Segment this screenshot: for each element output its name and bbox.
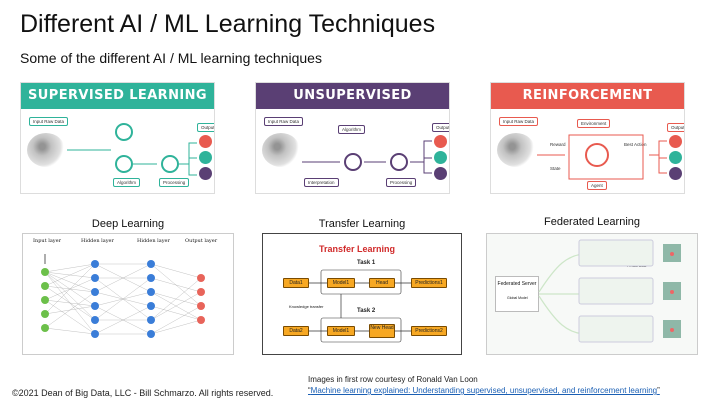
supervised-learning-card: SUPERVISED LEARNING Input Raw Data Algor… [20,82,215,194]
processing-tag: Processing [159,178,190,187]
task1-label: Task 1 [357,260,376,266]
gears-icon [585,143,609,167]
transfer-learning-diagram: Transfer Learning Task 1 Data1 Model1 He… [262,233,462,355]
federated-server-label: Federated Server [497,281,537,287]
supervised-banner: SUPERVISED LEARNING [21,83,214,109]
output-green-icon [669,151,682,164]
copyright-text: ©2021 Dean of Big Data, LLC - Bill Schma… [12,388,274,398]
federated-network [538,239,681,343]
federated-learning-label: Federated Learning [543,216,640,228]
hidden-layer-1-label: Hidden layer [81,238,114,244]
output-purple-icon [669,167,682,180]
output-tag: Output [197,123,214,132]
global-model-label: Global Model [507,296,528,300]
slide-subtitle: Some of the different AI / ML learning t… [20,50,322,66]
reinforcement-arrows [537,134,667,180]
output-red-icon [199,135,212,148]
link-open-quote: “ [308,386,311,395]
data1-box: Data1 [283,278,309,288]
model2-box: Model1 [327,326,355,336]
reward-label: Reward [550,142,566,147]
supervisor-icon [115,123,133,141]
source-article-link-text[interactable]: Machine learning explained: Understandin… [310,386,658,395]
environment-tag: Environment [577,119,611,128]
transfer-arrows [309,269,411,343]
source-article-link[interactable]: “Machine learning explained: Understandi… [308,386,660,395]
output-green-icon [434,151,447,164]
reinforcement-banner: REINFORCEMENT LEARNING [491,83,684,129]
supervised-arrows [67,142,197,176]
input-raw-data-tag: Input Raw Data [264,117,304,126]
data2-box: Data2 [283,326,309,336]
deep-learning-diagram: Input layer Hidden layer Hidden layer Ou… [22,233,234,355]
slide-title: Different AI / ML Learning Techniques [20,10,436,38]
link-close-quote: ” [657,386,660,395]
interpretation-tag: Interpretation [304,178,339,187]
processing-tag: Processing [386,178,417,187]
image-credit-text: Images in first row courtesy of Ronald V… [308,375,478,384]
deep-learning-label: Deep Learning [91,218,165,230]
processing-icon [161,155,179,173]
predictions1-box: Predictions1 [411,278,447,288]
input-raw-data-tag: Input Raw Data [29,117,69,126]
unsupervised-banner: UNSUPERVISED LEARNING [256,83,449,129]
input-layer-label: Input layer [33,238,61,244]
output-tag: Output [667,123,684,132]
neural-network-graph [41,254,205,338]
federated-learning-diagram: Federated Server Global Model Community … [486,233,698,355]
new-head-box: New Head [369,324,395,338]
reinforcement-learning-card: REINFORCEMENT LEARNING Input Raw Data En… [490,82,685,194]
raw-data-cluster-icon [262,133,300,167]
state-label: State [550,166,561,171]
transfer-learning-label: Transfer Learning [318,218,406,230]
knowledge-transfer-label: Knowledge transfer [289,304,324,309]
algorithm-icon [115,155,133,173]
predictions2-box: Predictions2 [411,326,447,336]
unsupervised-arrows [302,140,432,174]
output-purple-icon [434,167,447,180]
best-action-label: Best Action [624,142,647,147]
raw-data-cluster-icon [497,133,535,167]
raw-data-cluster-icon [27,133,65,167]
output-red-icon [434,135,447,148]
unsupervised-learning-card: UNSUPERVISED LEARNING Input Raw Data Alg… [255,82,450,194]
hidden-layer-2-label: Hidden layer [137,238,170,244]
output-purple-icon [199,167,212,180]
algorithm-tag: Algorithm [338,125,366,134]
processing-icon [390,153,408,171]
algorithm-icon [344,153,362,171]
output-green-icon [199,151,212,164]
algorithm-tag: Algorithm [113,178,141,187]
input-raw-data-tag: Input Raw Data [499,117,539,126]
output-red-icon [669,135,682,148]
agent-tag: Agent [587,181,607,190]
federated-server-box: Federated Server [495,276,539,312]
output-layer-label: Output layer [185,238,218,244]
head-box: Head [369,278,395,288]
task2-label: Task 2 [357,308,376,314]
output-tag: Output [432,123,449,132]
model1-box: Model1 [327,278,355,288]
transfer-learning-title: Transfer Learning [319,244,396,254]
